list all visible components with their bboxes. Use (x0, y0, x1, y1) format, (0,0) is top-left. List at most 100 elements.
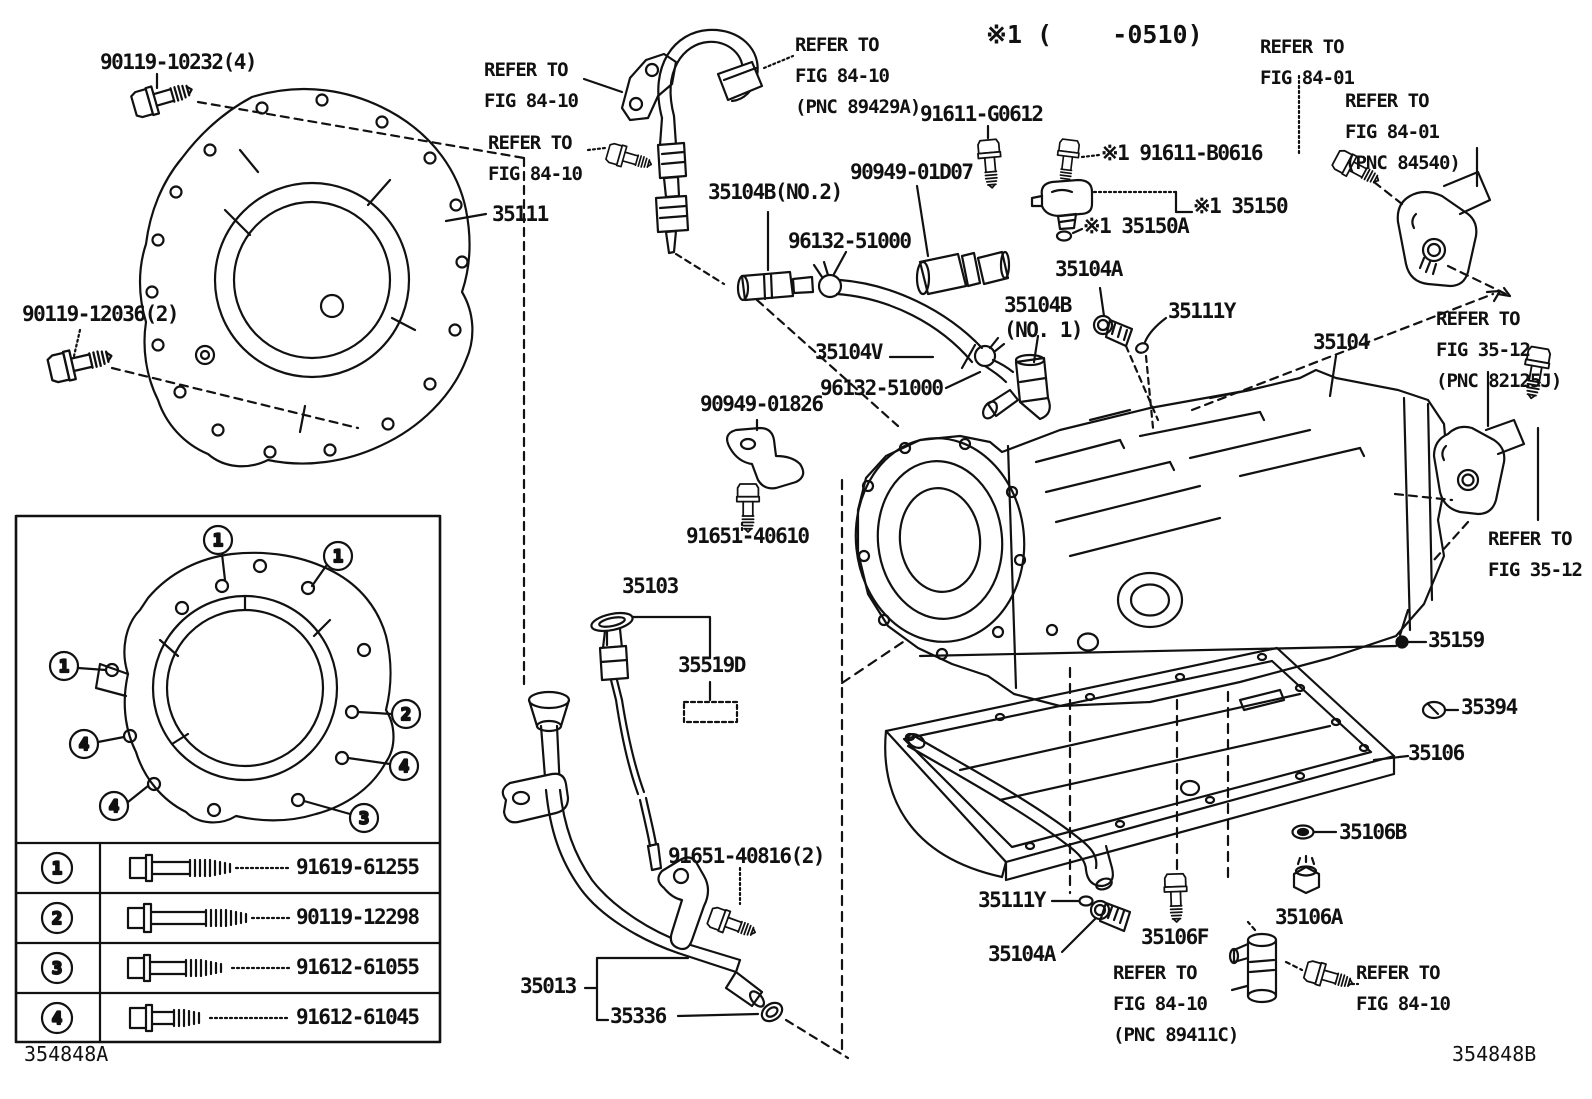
label-35111y-lower: 35111Y (978, 888, 1046, 912)
label-35103: 35103 (622, 574, 679, 598)
bracket-90949-01826-drawing (725, 418, 805, 490)
label-91651-40610: 91651-40610 (686, 524, 810, 548)
transmission-case-35104-drawing (755, 289, 1502, 708)
washer-35106b-drawing (1291, 824, 1338, 840)
bolt-91651-40816 (705, 904, 760, 944)
callout-1a: 1 (213, 531, 223, 551)
label-35159: 35159 (1428, 628, 1485, 652)
clip-35159-drawing (1395, 608, 1428, 649)
legend-part-4: 91612-61045 (296, 1005, 420, 1029)
gasket-housing-drawing (94, 551, 395, 824)
callout-3: 3 (359, 809, 369, 829)
label-91611-g0612: 91611-G0612 (920, 102, 1044, 126)
label-91651-40816: 91651-40816(2) (668, 844, 826, 868)
plug-35104a-upper-drawing (1092, 286, 1160, 422)
callout-1c: 1 (59, 657, 69, 677)
label-90949-01826: 90949-01826 (700, 392, 824, 416)
label-refer-fig84-10-a: REFER TO FIG 84-10 (484, 59, 579, 112)
dipstick-35103-drawing (590, 611, 739, 872)
speedo-cable-89429a-drawing (654, 28, 795, 286)
plug-35104a-lower-drawing (1060, 899, 1132, 954)
sensor-84540-drawing (1372, 146, 1512, 298)
fitting-35104b-no2-drawing (736, 210, 815, 302)
gasket-callouts: 1 1 1 4 2 4 4 3 (48, 524, 422, 834)
label-35106f: 35106F (1141, 925, 1209, 949)
applicability-note: ※1 ( -0510) (986, 20, 1203, 49)
label-35104b-no2: 35104B(NO.2) (708, 180, 843, 204)
legend-num-4: 4 (52, 1009, 62, 1029)
label-refer-fig84-10-b: REFER TO FIG 84-10 (488, 132, 583, 185)
label-refer-fig84-10-c: REFER TO FIG 84-10 (1356, 962, 1451, 1015)
label-refer-fig84-10-pnc89429a: REFER TO FIG 84-10 (PNC 89429A) (795, 34, 921, 118)
label-35106: 35106 (1408, 741, 1465, 765)
bolt-91611-b0616 (1053, 137, 1101, 187)
label-96132-51000-a: 96132-51000 (788, 229, 912, 253)
gasket-35394-drawing (1421, 700, 1460, 720)
legend-part-2: 90119-12298 (296, 905, 420, 929)
sensor-82125j-drawing (1393, 370, 1540, 562)
bolt-90119-10232 (129, 72, 197, 121)
hose-35104v-drawing (835, 278, 1015, 390)
label-35013: 35013 (520, 974, 577, 998)
callout-4c: 4 (109, 797, 119, 817)
label-35104: 35104 (1313, 330, 1370, 354)
label-35519d: 35519D (678, 653, 746, 677)
label-35111y-upper: 35111Y (1168, 299, 1236, 323)
label-refer-fig35-12: REFER TO FIG 35-12 (1488, 528, 1583, 581)
label-96132-51000-b: 96132-51000 (820, 376, 944, 400)
callout-4a: 4 (79, 735, 89, 755)
label-35394: 35394 (1461, 695, 1518, 719)
callout-4b: 4 (399, 757, 409, 777)
label-35106a: 35106A (1275, 905, 1343, 929)
label-35104b-no1: 35104B (NO. 1) (1004, 293, 1084, 342)
label-refer-fig35-12-pnc82125j: REFER TO FIG 35-12 (PNC 82125J) (1436, 308, 1562, 392)
legend-num-2: 2 (52, 909, 62, 929)
legend-part-3: 91612-61055 (296, 955, 420, 979)
page-code-right: 354848B (1452, 1042, 1537, 1066)
label-35106b: 35106B (1339, 820, 1407, 844)
label-35104a-upper: 35104A (1055, 257, 1123, 281)
label-35104a-lower: 35104A (988, 942, 1056, 966)
legend-num-3: 3 (52, 959, 62, 979)
label-35104v: 35104V (815, 340, 883, 364)
legend-part-1: 91619-61255 (296, 855, 420, 879)
bolt-fig84-01 (1297, 74, 1385, 192)
bolt-91651-40610 (735, 483, 761, 533)
label-35150a: ※1 35150A (1083, 214, 1190, 238)
label-35111: 35111 (492, 202, 549, 226)
label-90119-12036: 90119-12036(2) (22, 302, 180, 326)
label-refer-fig84-10-pnc89411c: REFER TO FIG 84-10 (PNC 89411C) (1113, 962, 1239, 1046)
bolt-fig84-10-lower (1302, 958, 1360, 995)
label-refer-fig84-01-pnc84540: REFER TO FIG 84-01 (PNC 84540) (1345, 90, 1461, 174)
callout-2: 2 (401, 705, 411, 725)
elbow-35104b-no1-drawing (982, 334, 1051, 421)
union-90949-01d07-drawing (915, 184, 1011, 296)
sensor-35150-drawing (1030, 178, 1194, 242)
label-90119-10232: 90119-10232(4) (100, 50, 258, 74)
label-35150: ※1 35150 (1193, 194, 1289, 218)
legend-table (14, 514, 442, 1044)
bolt-fig84-10 (586, 141, 655, 176)
nut-35106a-drawing (1292, 854, 1321, 895)
oring-35336-drawing (760, 1001, 850, 1060)
callout-1b: 1 (333, 547, 343, 567)
bracket-91651-40816-drawing (657, 856, 742, 951)
construction-lines (840, 478, 1230, 1058)
oil-pan-35106-drawing (884, 646, 1410, 891)
page-code-left: 354848A (24, 1042, 109, 1066)
bolt-35106f-drawing (1162, 872, 1189, 924)
label-91611-b0616: ※1 91611-B0616 (1101, 141, 1263, 165)
label-90949-01d07: 90949-01D07 (850, 160, 974, 184)
bolt-90119-12036 (45, 328, 116, 386)
clamp-96132-51000-upper-drawing (812, 250, 848, 299)
legend-num-1: 1 (52, 859, 62, 879)
ring-35111y-lower-drawing (1050, 895, 1094, 907)
label-35336: 35336 (610, 1004, 667, 1028)
filler-tube-35013-drawing (501, 690, 766, 1022)
ring-35111y-upper-drawing (1135, 316, 1168, 430)
bolt-91611-g0612 (975, 124, 1005, 190)
breather-89411c-drawing (1228, 920, 1304, 1004)
bell-housing-35111-drawing (110, 87, 526, 690)
